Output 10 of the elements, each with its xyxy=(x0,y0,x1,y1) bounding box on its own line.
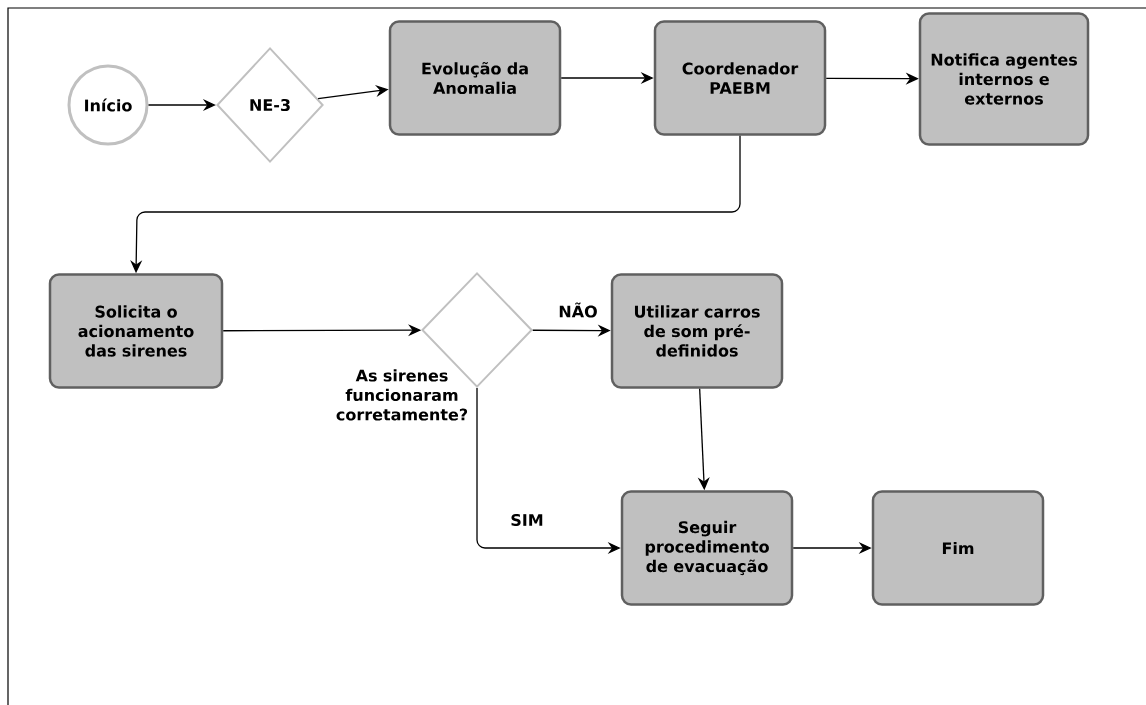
edge-label: SIM xyxy=(509,512,545,528)
process-box: Utilizar carros de som pré-definidos xyxy=(610,273,784,389)
edge-label: NÃO xyxy=(557,301,599,319)
process-box: Evolução da Anomalia xyxy=(388,20,562,136)
decision-caption: As sirenes funcionaram corretamente? xyxy=(336,369,468,421)
process-box: Coordenador PAEBM xyxy=(653,20,827,136)
process-box: Solicita o acionamento das sirenes xyxy=(48,273,224,389)
process-box: Fim xyxy=(871,490,1045,606)
process-box: Seguir procedimento de evacuação xyxy=(620,490,794,606)
process-box: Notifica agentes internos e externos xyxy=(918,12,1090,146)
